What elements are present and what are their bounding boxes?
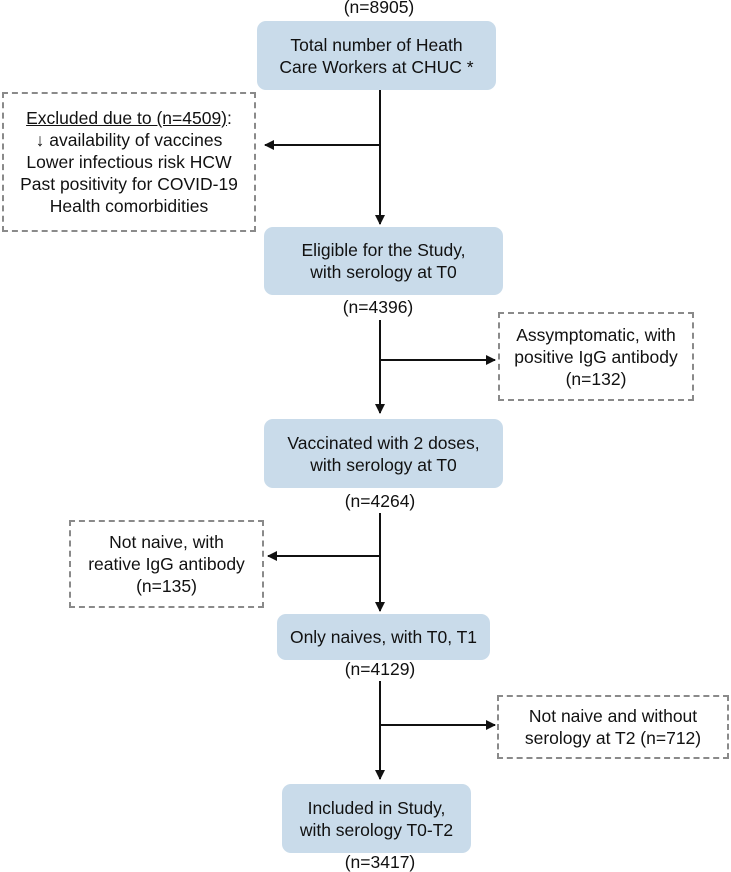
exclusion-box-2: Assymptomatic, with positive IgG antibod… xyxy=(498,312,694,401)
step-total-hcw-line-2: Care Workers at CHUC * xyxy=(279,56,474,77)
exclusion-box-4-line-1: Not naive and without xyxy=(528,706,698,726)
step-total-hcw: Total number of Heath Care Workers at CH… xyxy=(257,21,496,90)
exclusion-box-1-title-text: Excluded due to (n=4509) xyxy=(26,108,228,128)
exclusion-box-1: Excluded due to (n=4509): ↓ availability… xyxy=(2,92,256,232)
count-step3: (n=4264) xyxy=(344,491,416,511)
exclusion-box-1-title: Excluded due to (n=4509): xyxy=(26,107,232,129)
step-eligible: Eligible for the Study, with serology at… xyxy=(264,227,503,295)
step-total-hcw-line-1: Total number of Heath xyxy=(290,34,463,55)
exclusion-box-1-line-2: Lower infectious risk HCW xyxy=(26,152,232,172)
step-eligible-line-1: Eligible for the Study, xyxy=(301,240,466,260)
step-included: Included in Study, with serology T0-T2 xyxy=(282,784,471,853)
count-top: (n=8905) xyxy=(343,0,415,17)
step-included-line-1: Included in Study, xyxy=(307,797,446,818)
exclusion-box-1-line-3: Past positivity for COVID-19 xyxy=(20,174,238,194)
count-step2: (n=4396) xyxy=(342,297,414,317)
exclusion-box-2-line-1: Assymptomatic, with xyxy=(516,324,676,345)
count-step5: (n=3417) xyxy=(344,852,416,872)
step-vaccinated: Vaccinated with 2 doses, with serology a… xyxy=(264,419,503,488)
step-only-naives: Only naives, with T0, T1 xyxy=(277,614,490,660)
exclusion-box-4-line-2: serology at T2 (n=712) xyxy=(524,728,702,748)
exclusion-box-3-line-2: reative IgG antibody xyxy=(88,554,245,574)
exclusion-box-2-line-2: positive IgG antibody xyxy=(514,346,678,367)
step-eligible-line-2: with serology at T0 xyxy=(310,262,457,282)
exclusion-box-3-line-3: (n=135) xyxy=(136,576,197,596)
step-vaccinated-line-2: with serology at T0 xyxy=(310,454,457,475)
exclusion-box-3: Not naive, with reative IgG antibody (n=… xyxy=(69,520,264,608)
step-included-line-2: with serology T0-T2 xyxy=(299,819,454,840)
exclusion-box-1-title-colon: : xyxy=(227,108,232,128)
step-only-naives-line-1: Only naives, with T0, T1 xyxy=(289,627,478,647)
exclusion-box-1-line-4: Health comorbidities xyxy=(49,196,209,216)
count-step4: (n=4129) xyxy=(344,659,416,679)
exclusion-box-4: Not naive and without serology at T2 (n=… xyxy=(497,695,729,759)
exclusion-box-2-line-3: (n=132) xyxy=(565,368,627,389)
exclusion-box-3-line-1: Not naive, with xyxy=(109,532,224,552)
exclusion-box-1-line-1: ↓ availability of vaccines xyxy=(35,130,223,150)
step-vaccinated-line-1: Vaccinated with 2 doses, xyxy=(287,432,480,453)
